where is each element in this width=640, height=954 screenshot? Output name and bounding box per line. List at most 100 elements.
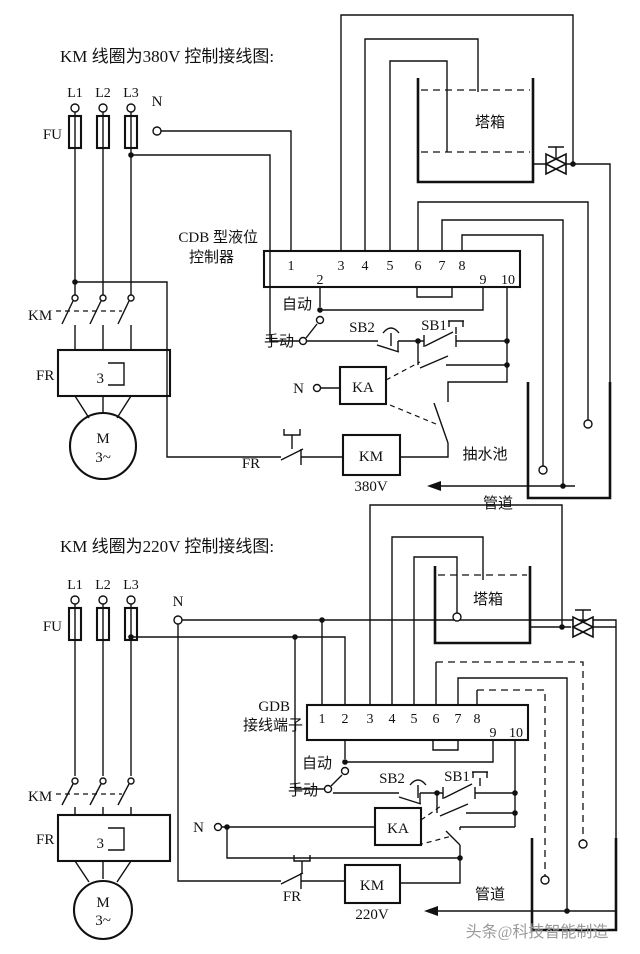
- d2-auto-contact: [340, 766, 350, 776]
- d2-valve-pipe: [530, 609, 616, 628]
- d2-title: KM 线圈为220V 控制接线图:: [60, 537, 274, 556]
- d1-sb1-contact: [418, 320, 507, 347]
- d1-label-n: N: [152, 94, 163, 110]
- d1-fr-poles: 3: [97, 371, 105, 387]
- d1-sb2-contact: [307, 327, 418, 353]
- d2-tank-probe: [452, 612, 462, 622]
- d1-valve-icon: [544, 152, 568, 176]
- d1-n2-label: N: [293, 381, 304, 397]
- d1-ka-aux-contact: [417, 341, 507, 369]
- d1-manual-contact: [298, 336, 308, 346]
- d2-tank: [433, 566, 532, 645]
- d2-power-wires: [74, 604, 132, 883]
- svg-text:9: 9: [480, 273, 487, 288]
- svg-text:3: 3: [367, 712, 374, 727]
- d2-ka-aux-contact: [436, 793, 515, 817]
- svg-text:2: 2: [317, 273, 324, 288]
- d1-box-bracket: [416, 287, 453, 298]
- d1-terminal-l1: [70, 103, 80, 113]
- d1-label-l3: L3: [123, 86, 139, 101]
- d1-controller-name-2: 控制器: [189, 249, 234, 266]
- d1-km-contact-3: [127, 294, 135, 302]
- d1-risers: [340, 14, 589, 486]
- d2-fr-box: [56, 813, 172, 863]
- d1-km-contact-2: [99, 294, 107, 302]
- d2-fr-poles: 3: [97, 836, 105, 852]
- d1-motor-ph: 3~: [95, 450, 111, 466]
- d1-selector-wires: [305, 287, 484, 339]
- svg-text:9: 9: [490, 726, 497, 741]
- d1-km-coil-label: KM: [359, 449, 383, 465]
- svg-text:7: 7: [439, 259, 446, 274]
- d1-tank-label: 塔箱: [475, 114, 505, 131]
- d2-tank-label: 塔箱: [473, 591, 503, 608]
- d1-control-taps: [75, 130, 299, 458]
- d1-ka-label: KA: [352, 380, 374, 396]
- d1-power-wires: [74, 112, 132, 419]
- d1-coil-voltage: 380V: [354, 479, 388, 495]
- d1-terminal-l3: [126, 103, 136, 113]
- diagram-380v: KM 线圈为380V 控制接线图: L1 L2 L3 N FU KM FR 3 …: [28, 14, 612, 512]
- d1-fr-nc-contact: [272, 429, 343, 465]
- d1-valve-pipe: [533, 146, 611, 382]
- svg-text:8: 8: [474, 712, 481, 727]
- d1-km-contact-1: [71, 294, 79, 302]
- d2-manual-label: 手动: [288, 782, 318, 799]
- diagram-220v: KM 线圈为220V 控制接线图: L1 L2 L3 N FU KM FR 3 …: [28, 504, 618, 941]
- svg-text:3: 3: [338, 259, 345, 274]
- d2-label-km: KM: [28, 789, 52, 805]
- d2-n2-label: N: [193, 820, 204, 836]
- d1-fr-element-icon: [108, 362, 125, 386]
- d1-fr-box: [56, 348, 172, 398]
- svg-text:2: 2: [342, 712, 349, 727]
- d1-km-blades: [61, 300, 130, 325]
- d2-terminal-block-box: [305, 703, 530, 742]
- d2-coil-fr-label: FR: [283, 889, 301, 905]
- d2-label-fr: FR: [36, 832, 54, 848]
- svg-text:7: 7: [455, 712, 462, 727]
- d2-terminal-numbers: 1 2 3 4 5 6 7 8 9 10: [319, 712, 524, 741]
- svg-text:1: 1: [319, 712, 326, 727]
- d1-title: KM 线圈为380V 控制接线图:: [60, 47, 274, 66]
- d1-coil-fr-label: FR: [242, 456, 260, 472]
- d2-pipe-label: 管道: [475, 886, 505, 903]
- d1-n2-terminal: [312, 383, 322, 393]
- d2-box-bracket: [432, 740, 459, 751]
- d2-label-fu: FU: [43, 619, 62, 635]
- d1-probe-1: [583, 419, 593, 429]
- d2-manual-contact: [323, 784, 333, 794]
- d1-controller-box: [262, 249, 522, 289]
- svg-text:8: 8: [459, 259, 466, 274]
- d2-dashed-risers: [436, 661, 584, 876]
- d2-km-coil-box: [343, 863, 402, 905]
- svg-text:4: 4: [362, 259, 369, 274]
- d2-sb1-contact: [437, 771, 515, 799]
- d2-fr-nc-contact: [280, 855, 345, 889]
- d2-km-contact-2: [99, 777, 107, 785]
- watermark-text: 头条@科技智能制造: [466, 923, 609, 941]
- d2-km-contact-3: [127, 777, 135, 785]
- d2-valve-icon: [571, 615, 595, 639]
- d2-block-name-1: GDB: [258, 699, 290, 715]
- d1-terminal-numbers: 1 3 4 5 6 7 8 2 9 10: [288, 259, 516, 288]
- d2-pool: [530, 838, 618, 932]
- d1-sb2-label: SB2: [349, 320, 375, 336]
- d1-terminal-n: [152, 126, 162, 136]
- d2-selector-wires: [330, 740, 494, 787]
- d1-label-fu: FU: [43, 127, 62, 143]
- d2-sb2-label: SB2: [379, 771, 405, 787]
- d1-auto-contact: [315, 315, 325, 325]
- d2-terminal-l2: [98, 595, 108, 605]
- d2-label-l1: L1: [67, 578, 83, 593]
- d1-controller-name-1: CDB 型液位: [178, 229, 258, 246]
- d2-block-name-2: 接线端子: [243, 717, 303, 734]
- svg-text:6: 6: [433, 712, 440, 727]
- d1-auto-label: 自动: [282, 296, 312, 313]
- svg-text:5: 5: [387, 259, 394, 274]
- d2-label-n: N: [173, 594, 184, 610]
- d1-label-fr: FR: [36, 368, 54, 384]
- d1-km-coil-box: [341, 433, 402, 477]
- d2-terminal-l3: [126, 595, 136, 605]
- d1-pool: [526, 382, 612, 500]
